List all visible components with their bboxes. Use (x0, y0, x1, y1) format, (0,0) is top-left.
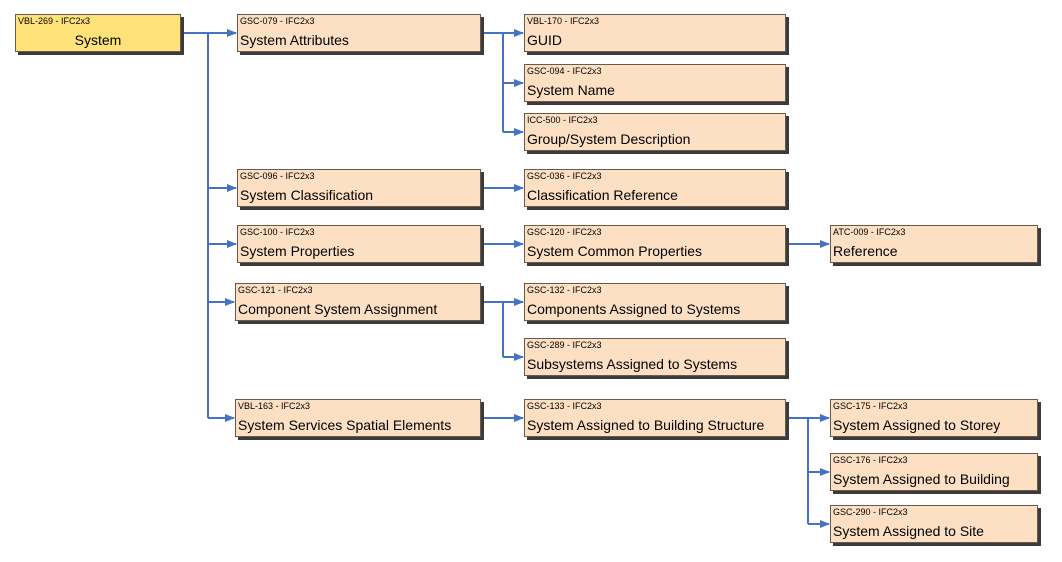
node-code: GSC-175 - IFC2x3 (833, 401, 908, 411)
node-label: System (74, 32, 122, 48)
node-guid[interactable]: VBL-170 - IFC2x3 GUID (524, 14, 786, 52)
node-system-assigned-to-building-structure[interactable]: GSC-133 - IFC2x3 System Assigned to Buil… (524, 399, 786, 437)
node-system-common-properties[interactable]: GSC-120 - IFC2x3 System Common Propertie… (524, 225, 786, 263)
node-system-assigned-to-building[interactable]: GSC-176 - IFC2x3 System Assigned to Buil… (830, 453, 1038, 491)
node-label: System Assigned to Site (833, 523, 984, 539)
node-code: GSC-290 - IFC2x3 (833, 507, 908, 517)
node-label: System Assigned to Building Structure (527, 417, 765, 433)
node-label: System Classification (240, 187, 374, 203)
node-label: System Name (527, 82, 615, 98)
node-system-assigned-to-storey[interactable]: GSC-175 - IFC2x3 System Assigned to Stor… (830, 399, 1038, 437)
node-code: VBL-269 - IFC2x3 (18, 16, 91, 26)
node-system-classification[interactable]: GSC-096 - IFC2x3 System Classification (237, 169, 481, 207)
connector-trunk (481, 32, 504, 132)
node-code: ICC-500 - IFC2x3 (527, 115, 598, 125)
node-system-services-spatial-elements[interactable]: VBL-163 - IFC2x3 System Services Spatial… (235, 399, 481, 437)
node-label: Group/System Description (527, 131, 691, 147)
node-component-system-assignment[interactable]: GSC-121 - IFC2x3 Component System Assign… (235, 283, 481, 321)
node-label: Subsystems Assigned to Systems (527, 356, 738, 372)
node-code: GSC-079 - IFC2x3 (240, 16, 315, 26)
node-group-system-description[interactable]: ICC-500 - IFC2x3 Group/System Descriptio… (524, 113, 786, 151)
node-label: GUID (527, 32, 562, 48)
node-label: System Services Spatial Elements (238, 417, 452, 433)
node-code: GSC-036 - IFC2x3 (527, 171, 602, 181)
connector-trunk (481, 301, 504, 357)
node-system-name[interactable]: GSC-094 - IFC2x3 System Name (524, 64, 786, 102)
node-label: System Attributes (240, 32, 349, 48)
connector-trunk (786, 417, 809, 524)
node-code: GSC-289 - IFC2x3 (527, 340, 602, 350)
node-code: GSC-121 - IFC2x3 (238, 285, 313, 295)
node-label: System Assigned to Building (833, 471, 1010, 487)
node-code: GSC-133 - IFC2x3 (527, 401, 602, 411)
node-label: Components Assigned to Systems (527, 301, 741, 317)
node-code: GSC-094 - IFC2x3 (527, 66, 602, 76)
node-code: GSC-132 - IFC2x3 (527, 285, 602, 295)
node-code: GSC-096 - IFC2x3 (240, 171, 315, 181)
node-code: GSC-120 - IFC2x3 (527, 227, 602, 237)
node-code: GSC-176 - IFC2x3 (833, 455, 908, 465)
node-label: System Properties (240, 243, 355, 259)
node-reference[interactable]: ATC-009 - IFC2x3 Reference (830, 225, 1038, 263)
node-code: ATC-009 - IFC2x3 (833, 227, 906, 237)
node-label: System Assigned to Storey (833, 417, 1001, 433)
node-system-properties[interactable]: GSC-100 - IFC2x3 System Properties (237, 225, 481, 263)
node-label: System Common Properties (527, 243, 703, 259)
connector-trunk (181, 32, 209, 418)
node-system-attributes[interactable]: GSC-079 - IFC2x3 System Attributes (237, 14, 481, 52)
node-classification-reference[interactable]: GSC-036 - IFC2x3 Classification Referenc… (524, 169, 786, 207)
node-code: VBL-170 - IFC2x3 (527, 16, 600, 26)
node-label: Component System Assignment (238, 301, 438, 317)
node-system[interactable]: VBL-269 - IFC2x3 System (15, 14, 181, 52)
node-system-assigned-to-site[interactable]: GSC-290 - IFC2x3 System Assigned to Site (830, 505, 1038, 543)
node-code: VBL-163 - IFC2x3 (238, 401, 311, 411)
node-subsystems-assigned-to-systems[interactable]: GSC-289 - IFC2x3 Subsystems Assigned to … (524, 338, 786, 376)
node-code: GSC-100 - IFC2x3 (240, 227, 315, 237)
node-label: Reference (833, 243, 898, 259)
node-label: Classification Reference (527, 187, 678, 203)
node-components-assigned-to-systems[interactable]: GSC-132 - IFC2x3 Components Assigned to … (524, 283, 786, 321)
